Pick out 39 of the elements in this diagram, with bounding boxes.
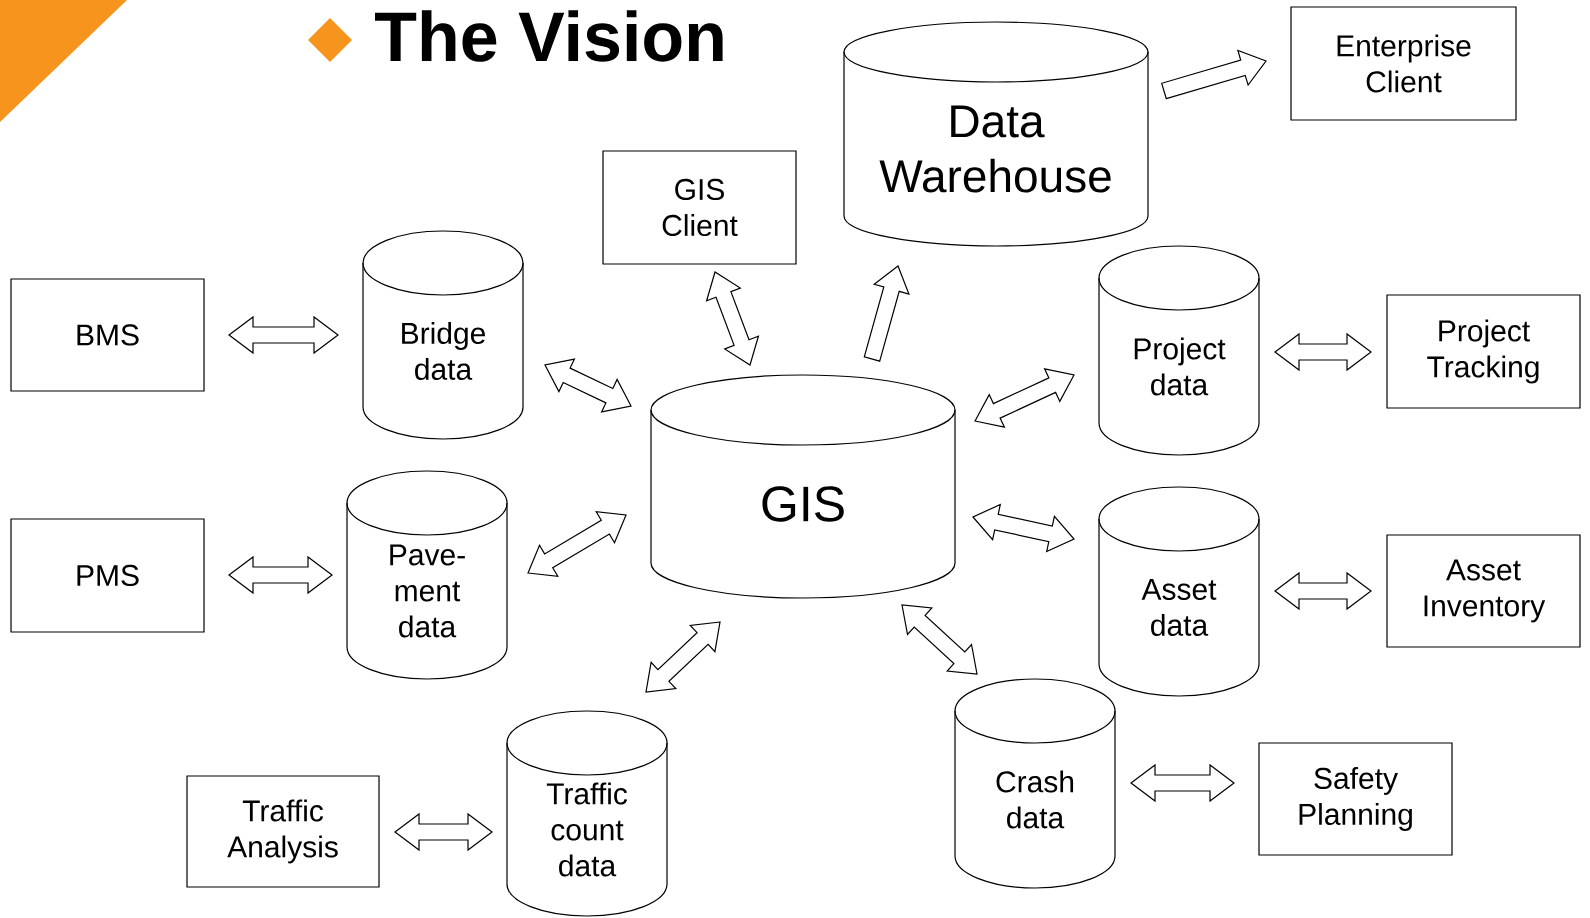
node-label: Asset data — [1141, 579, 1217, 636]
database-cylinder: Crash data — [954, 678, 1116, 889]
node-label: Data Warehouse — [879, 105, 1111, 193]
system-box: Asset Inventory — [1386, 534, 1581, 648]
node-label: GIS — [762, 486, 844, 522]
database-cylinder: Bridge data — [362, 230, 524, 440]
double-arrow — [972, 503, 1075, 553]
system-box: GIS Client — [602, 150, 797, 265]
double-arrow — [1130, 763, 1235, 803]
double-arrow — [645, 621, 721, 693]
database-cylinder: Asset data — [1098, 486, 1260, 697]
double-arrow — [228, 315, 339, 355]
database-cylinder: Data Warehouse — [843, 21, 1149, 247]
node-label: Crash data — [996, 770, 1074, 829]
system-box: Project Tracking — [1386, 294, 1581, 409]
double-arrow — [901, 604, 978, 675]
system-box: Enterprise Client — [1290, 6, 1517, 121]
double-arrow — [394, 812, 493, 852]
title: The Vision — [375, 10, 723, 62]
system-box: BMS — [10, 278, 205, 392]
database-cylinder: GIS — [650, 374, 956, 599]
double-arrow — [527, 510, 627, 578]
double-arrow — [1274, 571, 1372, 611]
double-arrow — [228, 555, 333, 595]
double-arrow — [705, 271, 760, 366]
double-arrow — [1274, 332, 1372, 372]
arrow — [863, 265, 910, 362]
system-box: Safety Planning — [1258, 742, 1453, 856]
node-label: Project data — [1134, 337, 1226, 396]
node-label: Pave- ment data — [390, 544, 465, 638]
system-box: PMS — [10, 518, 205, 633]
system-box: Traffic Analysis — [186, 775, 380, 888]
database-cylinder: Traffic count data — [506, 710, 668, 917]
double-arrow — [544, 358, 632, 413]
double-arrow — [974, 367, 1075, 429]
node-label: Bridge data — [402, 321, 486, 381]
database-cylinder: Pave- ment data — [346, 470, 508, 680]
database-cylinder: Project data — [1098, 245, 1260, 456]
node-label: Traffic count data — [546, 782, 628, 877]
